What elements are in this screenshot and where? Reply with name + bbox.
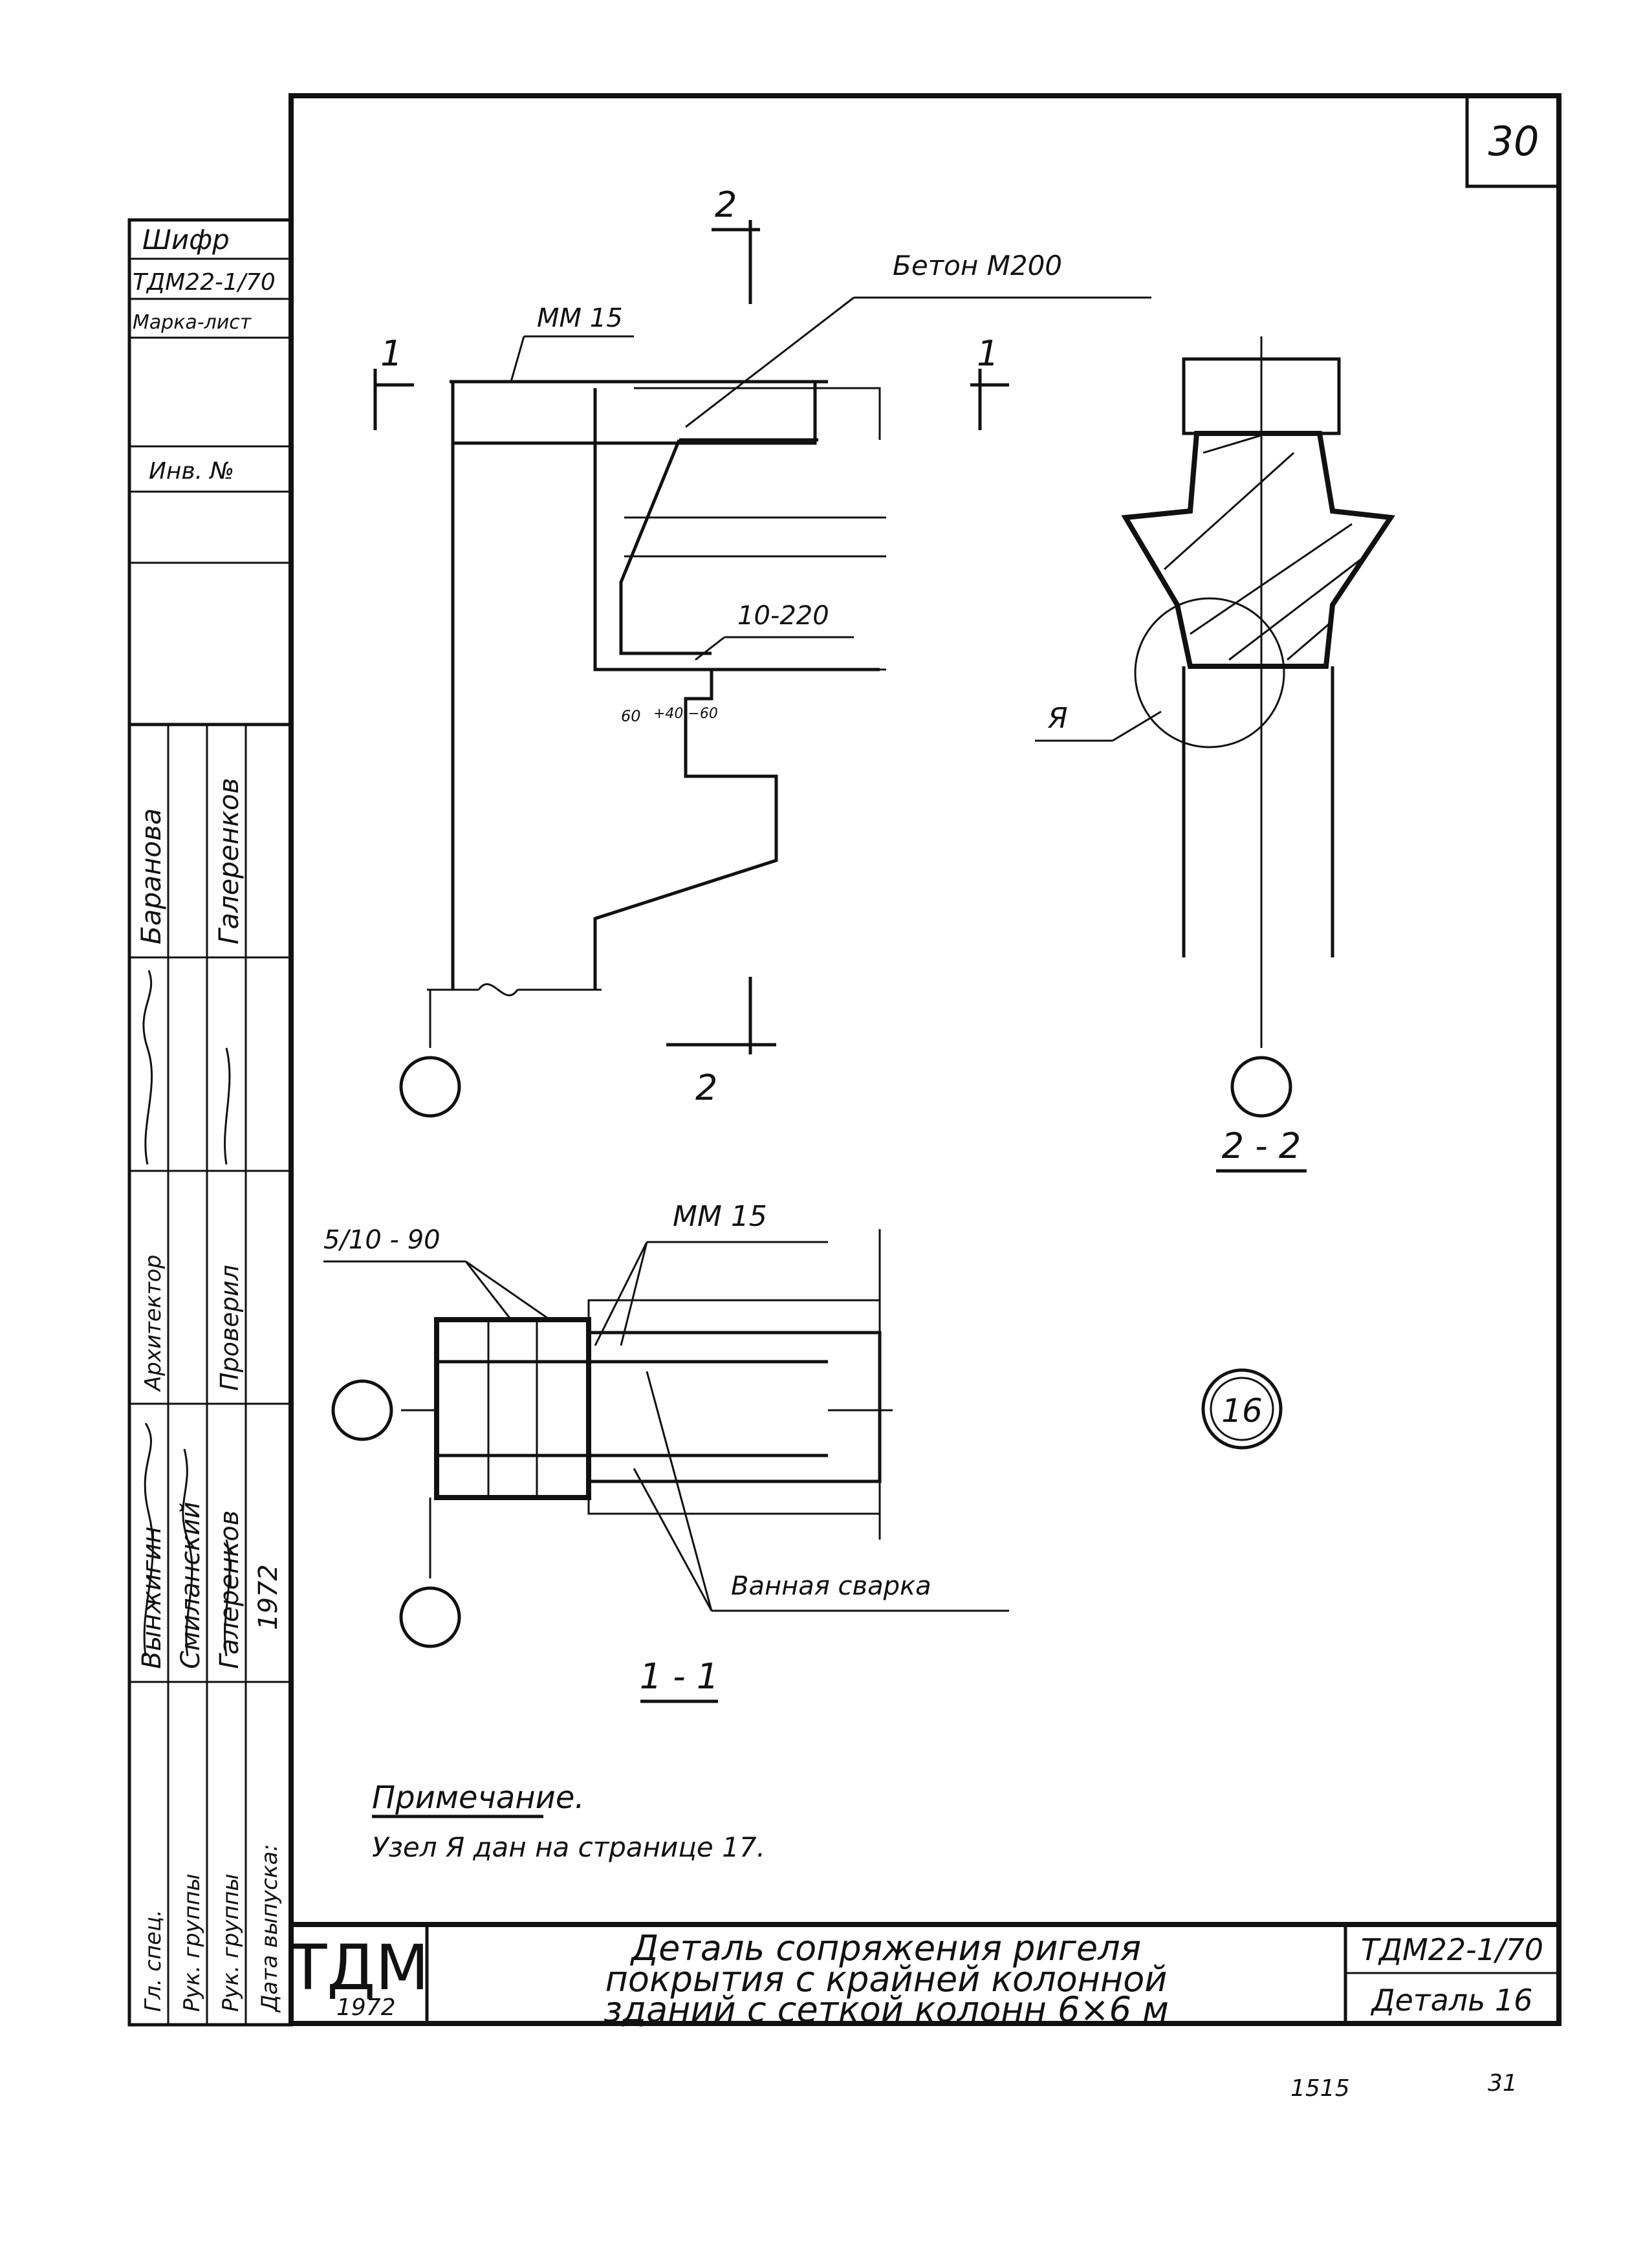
stamp-name2-2: Галеренков <box>213 778 245 944</box>
title-line-3: зданий с сеткой колонн 6×6 м <box>604 1989 1169 2030</box>
label-dim-60: 60 <box>621 707 641 725</box>
note-text: Узел Я дан на странице 17. <box>372 1831 765 1863</box>
detail-name: Деталь 16 <box>1371 1983 1533 2018</box>
mark-2-top: 2 <box>715 184 737 225</box>
note-title: Примечание. <box>372 1780 585 1816</box>
signature-5 <box>224 1047 231 1165</box>
stamp-role2-1: Архитектор <box>140 1254 166 1392</box>
label-welding: Ванная сварка <box>731 1571 931 1601</box>
detail-circle-inner <box>1210 1377 1274 1441</box>
footer-right: 31 <box>1488 2070 1518 2097</box>
mark-1-left: 1 <box>380 333 402 374</box>
outer-frame <box>288 93 1561 2026</box>
label-beton: Бетон М200 <box>893 250 1062 281</box>
signature-2 <box>182 1448 193 1657</box>
page-number-box <box>1465 94 1561 188</box>
stamp-role-3: Рук. группы <box>218 1873 244 2012</box>
shifr-value: ТДМ22-1/70 <box>133 269 276 296</box>
section-1-1: 5/10 - 90 ММ 15 Ванная сварка 1 - 1 <box>323 1200 1009 1703</box>
inv-label: Инв. № <box>149 458 234 485</box>
label-mm15-bottom: ММ 15 <box>673 1200 767 1233</box>
detail-circle-outer <box>1201 1368 1283 1450</box>
stamp-name2-1: Баранова <box>135 808 167 944</box>
signature-3 <box>224 1539 231 1657</box>
signature-1 <box>143 1423 154 1657</box>
detail-number: 16 <box>1221 1392 1263 1430</box>
stamp-name-3: Галеренков <box>215 1510 245 1669</box>
mark-2-bottom: 2 <box>695 1067 717 1108</box>
code: ТДМ22-1/70 <box>1361 1932 1543 1967</box>
logo: ТДМ <box>288 1932 429 2004</box>
label-mm15-top: ММ 15 <box>537 303 623 333</box>
signature-4 <box>142 970 153 1165</box>
side-stamp: Шифр ТДМ22-1/70 Марка-лист Инв. № Гл. сп… <box>127 218 293 2027</box>
page-number: 30 <box>1488 118 1540 165</box>
elevation-view: 2 1 1 2 ММ 15 Бетон М200 10-220 60 +40 −… <box>373 184 1151 1118</box>
label-dim-40-60: +40 −60 <box>653 706 718 722</box>
label-10-220: 10-220 <box>737 601 829 631</box>
footer-left: 1515 <box>1290 2075 1350 2102</box>
section-2-2: Я 2 - 2 <box>1035 336 1395 1173</box>
stamp-role-2: Рук. группы <box>179 1873 205 2012</box>
section-1-1-title: 1 - 1 <box>640 1656 719 1697</box>
stamp-name-4: 1972 <box>254 1564 283 1630</box>
section-2-2-title: 2 - 2 <box>1222 1126 1301 1166</box>
label-5-10-90: 5/10 - 90 <box>323 1225 441 1255</box>
stamp-role-4: Дата выпуска: <box>257 1844 283 2013</box>
label-ya: Я <box>1047 702 1068 735</box>
mark-1-right: 1 <box>977 333 999 374</box>
shifr-label: Шифр <box>142 224 230 256</box>
title-line-2: покрытия с крайней колонной <box>605 1959 1168 2000</box>
logo-year: 1972 <box>336 1994 396 2021</box>
stamp-role2-2: Проверил <box>215 1265 244 1391</box>
title-block: ТДМ 1972 Деталь сопряжения ригеля покрыт… <box>288 1922 1559 2030</box>
stamp-role-1: Гл. спец. <box>140 1910 166 2012</box>
marka-list-label: Марка-лист <box>133 311 252 334</box>
title-line-1: Деталь сопряжения ригеля <box>630 1928 1141 1968</box>
